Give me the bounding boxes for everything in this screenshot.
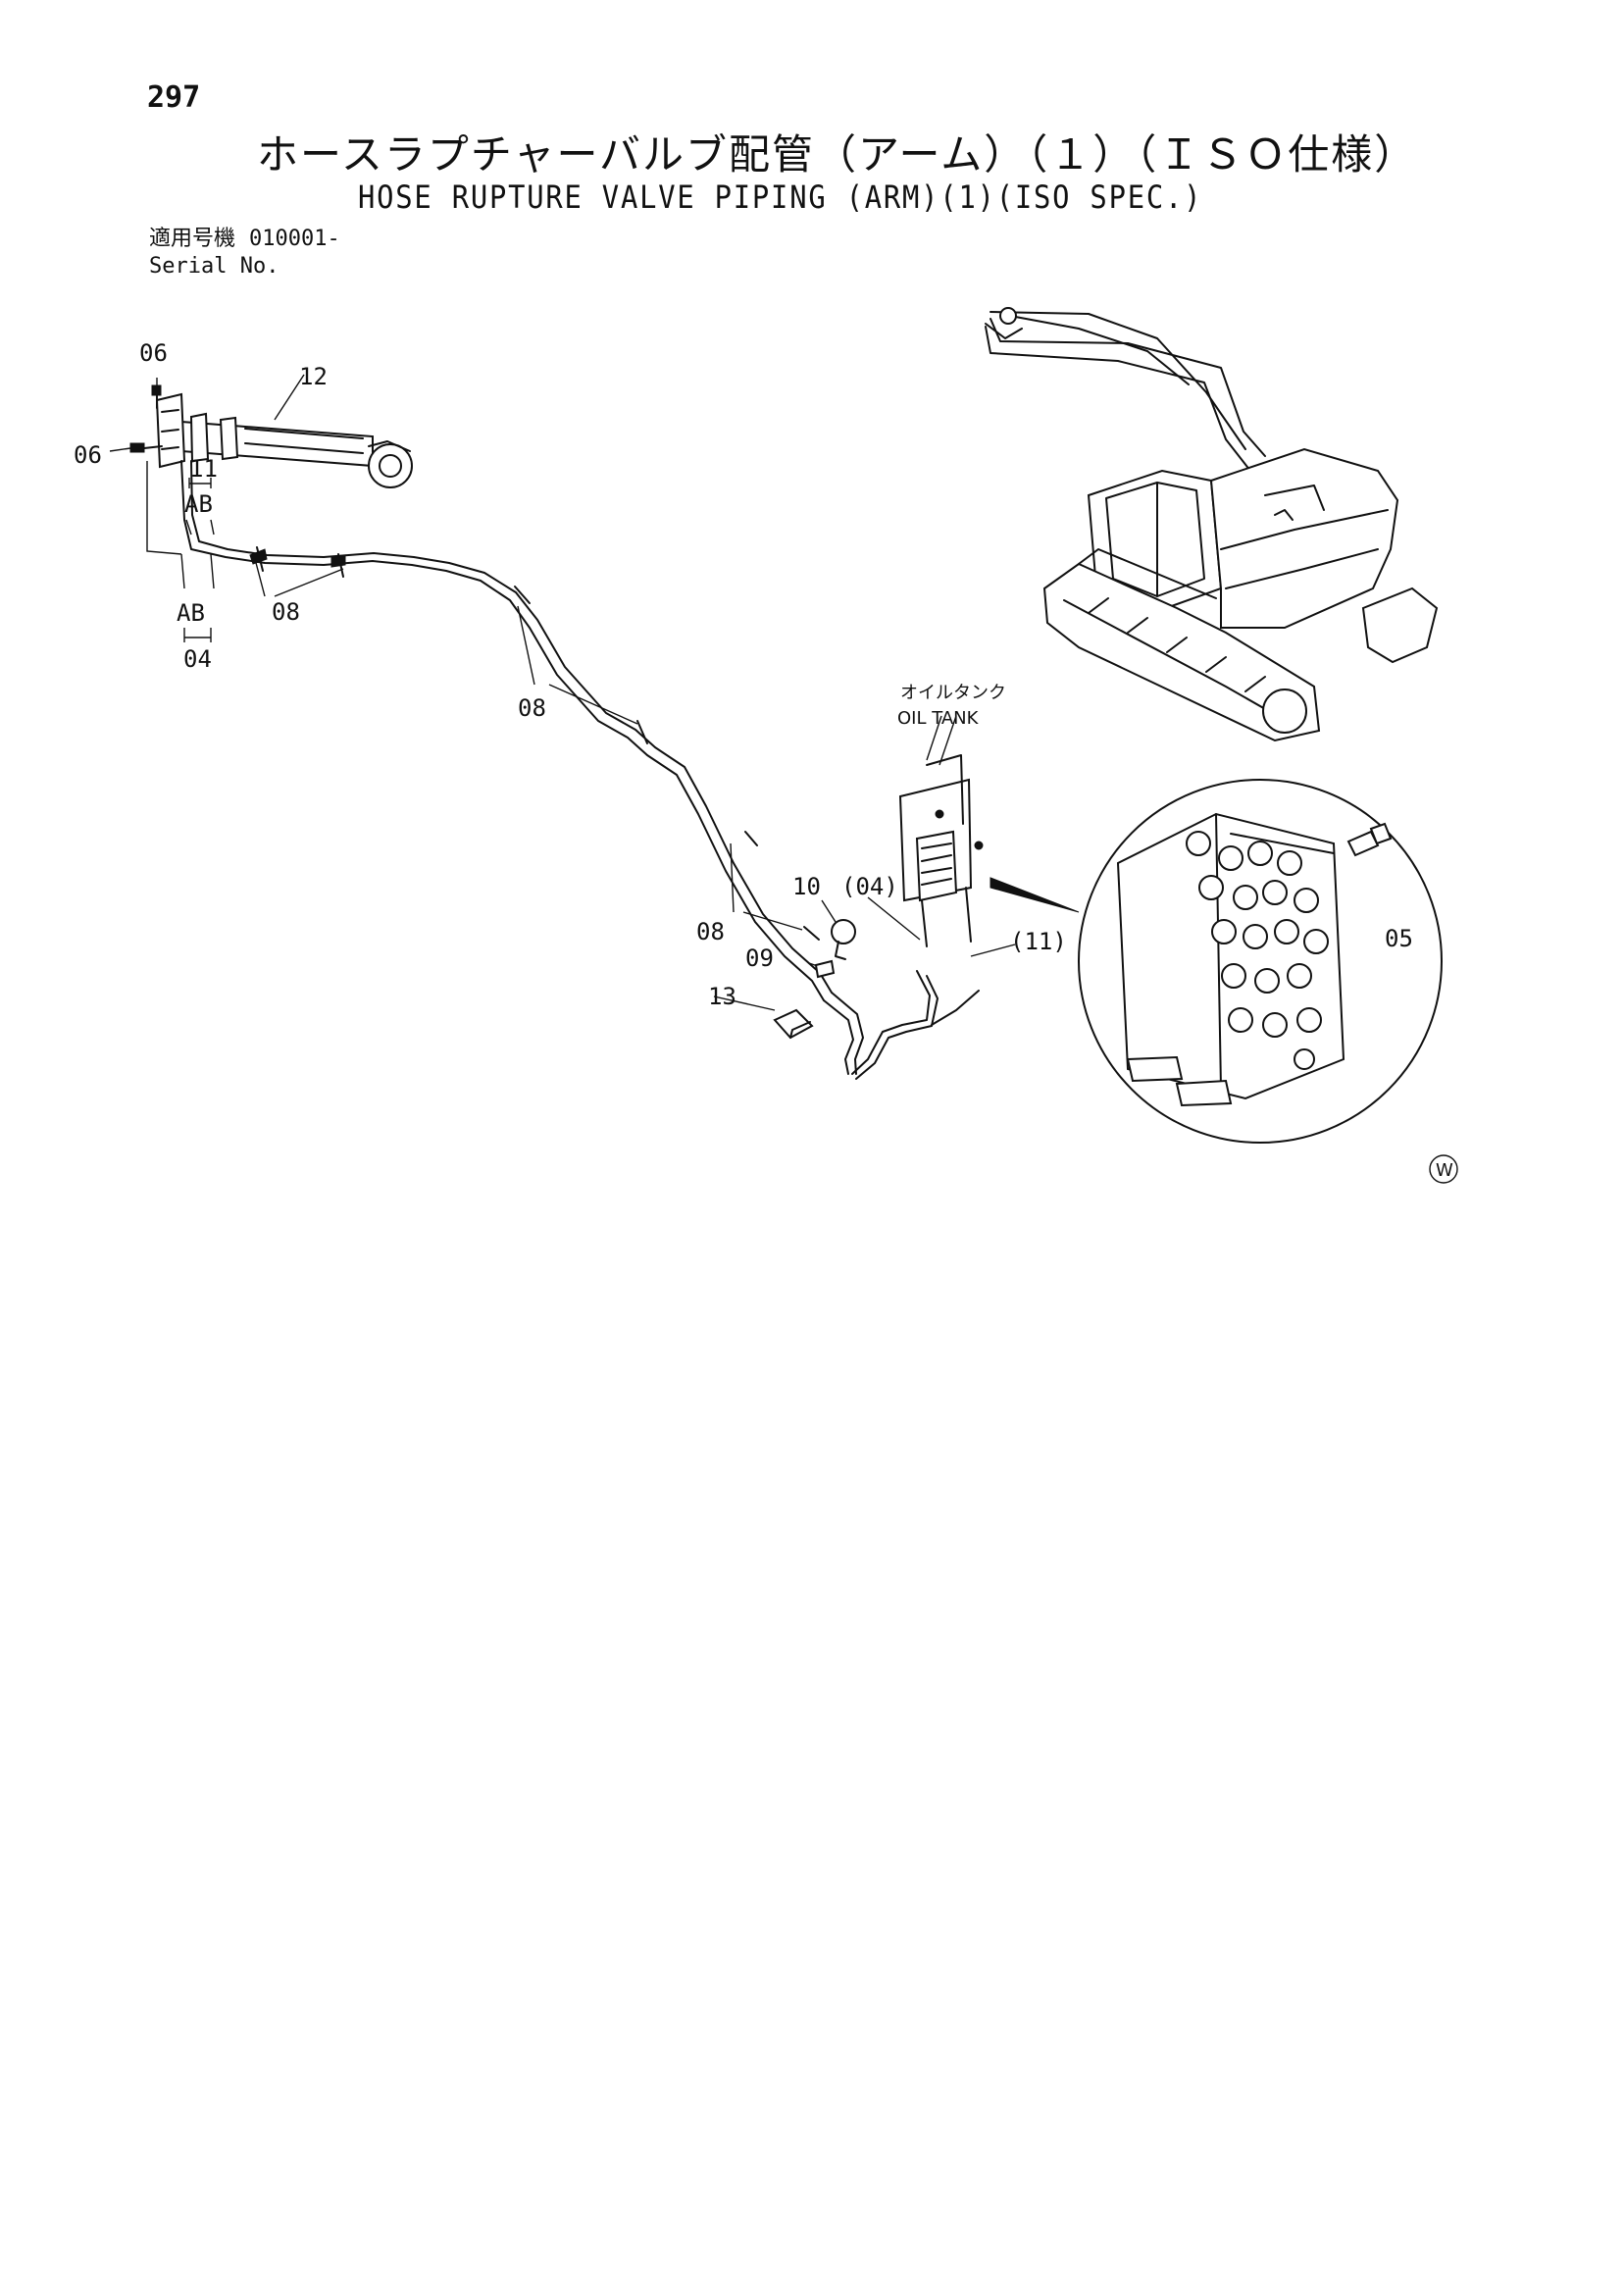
serial-value: 010001- <box>249 227 340 251</box>
arm-cylinder <box>155 392 413 488</box>
label-11-paren: (11) <box>1010 928 1067 955</box>
serial-row-jp: 適用号機 010001- <box>149 226 340 253</box>
label-ab-top: AB <box>184 490 213 518</box>
title-english: HOSE RUPTURE VALVE PIPING (ARM)(1)(ISO S… <box>358 179 1203 216</box>
serial-label-jp: 適用号機 <box>149 227 236 251</box>
label-08-b: 08 <box>518 694 546 722</box>
serial-block: 適用号機 010001- Serial No. <box>149 226 340 281</box>
label-05: 05 <box>1385 925 1413 952</box>
corner-mark: W <box>1436 1160 1453 1181</box>
control-valve-panel <box>898 754 1080 947</box>
label-13: 13 <box>708 983 736 1010</box>
excavator <box>985 307 1439 742</box>
label-oil-tank-en: OIL TANK <box>897 708 980 729</box>
label-12: 12 <box>299 363 328 390</box>
label-08-c: 08 <box>696 918 725 945</box>
corner-mark-circle <box>1429 1154 1458 1184</box>
label-06-top: 06 <box>139 339 168 367</box>
leader-lines <box>109 374 1377 1011</box>
pad-13 <box>773 1008 814 1040</box>
block-09 <box>814 959 836 979</box>
title-japanese: ホースラプチャーバルブ配管（アーム）（１）（ＩＳＯ仕様） <box>257 130 1418 179</box>
label-06-left: 06 <box>74 441 102 469</box>
valve-bosses <box>1186 831 1329 1070</box>
fitting-06 <box>129 384 163 453</box>
hose-08 <box>180 460 980 1080</box>
diagram-labels: 06 06 12 11 AB AB 04 08 08 08 10 (04) (1… <box>74 339 1458 1184</box>
label-04-paren: (04) <box>841 873 898 900</box>
clamp-10 <box>831 919 856 960</box>
label-09: 09 <box>745 944 774 972</box>
valve-detail <box>1078 779 1443 1144</box>
serial-label-en: Serial No. <box>149 254 279 279</box>
label-11: 11 <box>189 455 218 483</box>
label-04: 04 <box>183 645 212 673</box>
label-10: 10 <box>792 873 821 900</box>
label-08-a: 08 <box>272 598 300 626</box>
fitting-05 <box>1346 822 1393 857</box>
page-number: 297 <box>147 80 201 115</box>
label-oil-tank-jp: オイルタンク <box>900 683 1006 703</box>
label-ab-bottom: AB <box>177 599 205 627</box>
